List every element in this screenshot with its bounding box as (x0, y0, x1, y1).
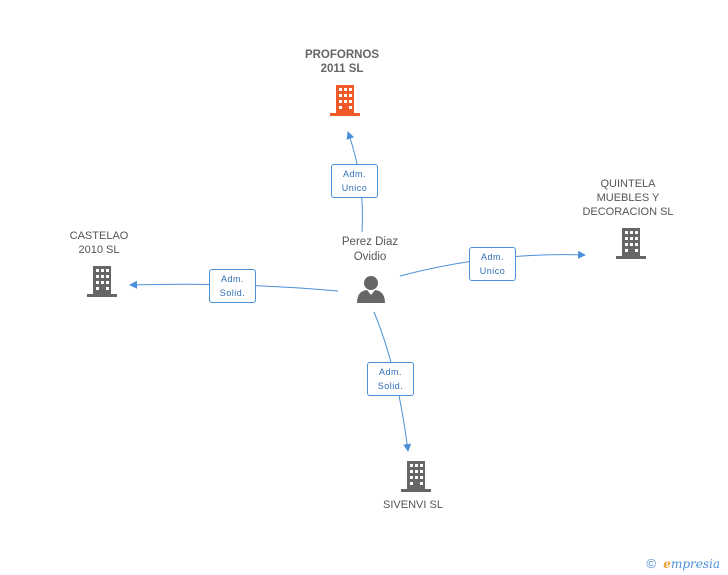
role-line: Unico (479, 266, 506, 276)
company-label-quintela[interactable]: QUINTELA MUEBLES Y DECORACION SL (572, 177, 684, 219)
brand-logo-text: mpresia (670, 557, 720, 571)
building-icon[interactable] (401, 461, 431, 492)
person-name-line: Ovidio (353, 251, 387, 263)
role-line: Adm. (378, 367, 402, 377)
company-label-sivenvi[interactable]: SIVENVI SL (368, 498, 458, 512)
person-icon[interactable] (357, 276, 385, 303)
person-label[interactable]: Perez Diaz Ovidio (320, 235, 420, 265)
footer-credit: © empresia (646, 556, 720, 571)
company-name-line: MUEBLES Y (596, 192, 660, 204)
role-line: Adm. (220, 274, 244, 284)
building-icon[interactable] (87, 266, 117, 297)
role-line: Solid. (377, 381, 404, 391)
company-name-line: PROFORNOS (304, 49, 380, 61)
copyright-symbol: © (646, 556, 656, 571)
company-name-line: DECORACION SL (582, 206, 674, 218)
company-label-profornos[interactable]: PROFORNOS 2011 SL (292, 48, 392, 76)
edge-label-castelao: Adm. Solid. (209, 269, 256, 303)
role-line: Adm. (480, 252, 504, 262)
company-name-line: 2010 SL (78, 244, 120, 256)
building-icon[interactable] (330, 85, 360, 116)
company-name-line: CASTELAO (69, 230, 129, 242)
edge-label-quintela: Adm. Unico (469, 247, 516, 281)
brand-logo-initial: e (663, 557, 671, 571)
company-name-line: 2011 SL (320, 63, 364, 75)
role-line: Unico (341, 183, 368, 193)
role-line: Solid. (219, 288, 246, 298)
edge-label-sivenvi: Adm. Solid. (367, 362, 414, 396)
company-label-castelao[interactable]: CASTELAO 2010 SL (54, 229, 144, 257)
edge-label-profornos: Adm. Unico (331, 164, 378, 198)
company-name-line: SIVENVI SL (383, 499, 443, 511)
role-line: Adm. (342, 169, 366, 179)
person-name-line: Perez Diaz (341, 236, 399, 248)
brand-logo[interactable]: empresia (663, 557, 720, 571)
building-icon[interactable] (616, 228, 646, 259)
company-name-line: QUINTELA (600, 178, 656, 190)
